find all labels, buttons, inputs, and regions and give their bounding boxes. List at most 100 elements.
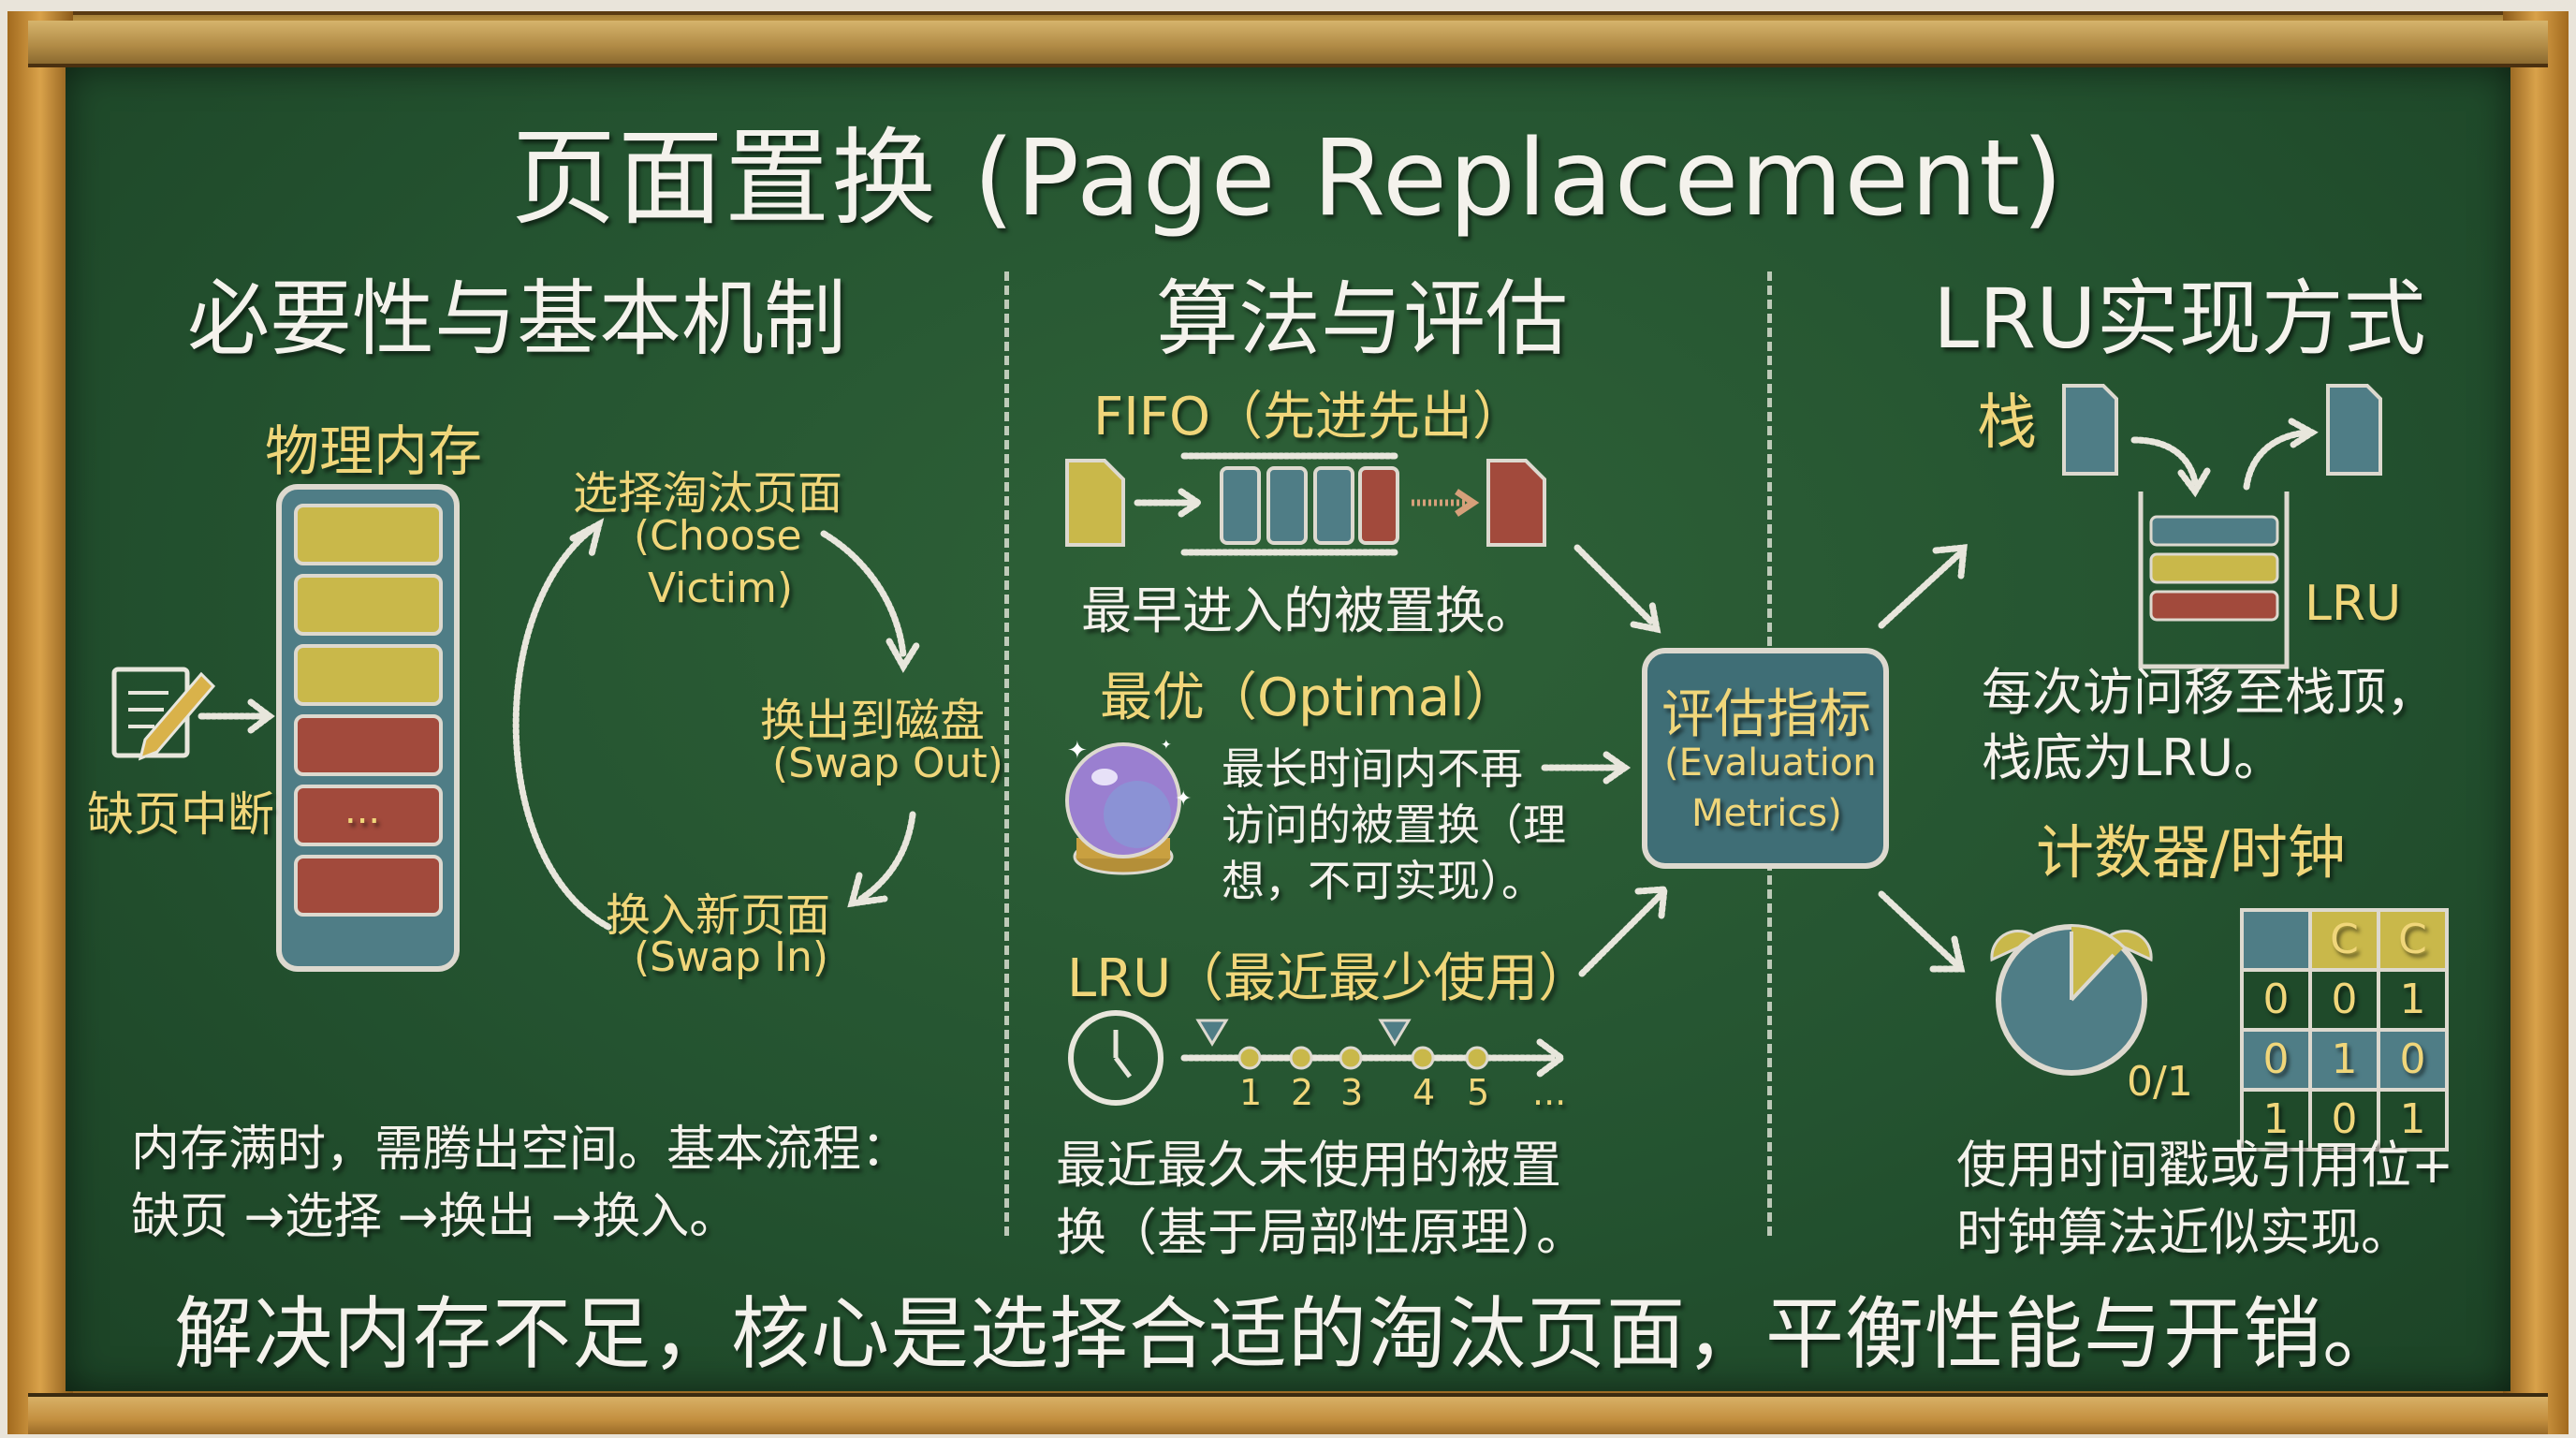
physical-memory-stack xyxy=(276,484,460,972)
fifo-label: FIFO（先进先出） xyxy=(1093,387,1526,448)
memory-page-red xyxy=(294,714,443,776)
lru-timeline-point xyxy=(1289,1046,1313,1070)
frame-top xyxy=(28,21,2548,67)
counter-description-line-1: 使用时间戳或引用位+ xyxy=(1956,1136,2454,1195)
stack-page-out-icon xyxy=(2326,384,2382,476)
frame-tray xyxy=(28,1393,2548,1434)
stack-item-bottom-lru xyxy=(2149,590,2279,622)
conclusion: 解决内存不足，核心是选择合适的淘汰页面，平衡性能与开销。 xyxy=(173,1288,2402,1380)
metrics-arrow-from-fifo xyxy=(1573,544,1656,626)
svg-text:✦: ✦ xyxy=(1161,738,1172,753)
lru-timeline-tick: 5 xyxy=(1467,1072,1490,1113)
bit-table-cell xyxy=(2377,1088,2449,1152)
cycle-arrow-bottom-right xyxy=(857,811,916,902)
lru-timeline-tick: ... xyxy=(1532,1072,1567,1113)
lru-description-line-1: 最近最久未使用的被置 xyxy=(1056,1136,1561,1195)
fifo-queue-page-blue xyxy=(1266,466,1308,545)
crystal-ball-icon: ✦ ✦ ✦ xyxy=(1065,737,1192,875)
stack-container xyxy=(2138,492,2290,669)
reference-bit-table xyxy=(2240,908,2449,1152)
memory-page-yellow xyxy=(294,574,443,636)
optimal-label: 最优（Optimal） xyxy=(1100,668,1517,728)
cycle-arrowhead-bottom-right xyxy=(847,872,888,908)
lru-timeline-point xyxy=(1237,1046,1262,1070)
bit-table-value: 1 xyxy=(2331,1035,2358,1083)
metrics-arrowhead-from-lru xyxy=(1634,886,1668,919)
memory-page-yellow xyxy=(294,644,443,706)
bit-table-cell xyxy=(2240,1088,2312,1152)
lru-marker-triangle xyxy=(1378,1019,1412,1047)
optimal-description-line-2: 访问的被置换（理 xyxy=(1222,800,1566,850)
memory-ellipsis: ... xyxy=(344,789,381,832)
bit-table-header-label: C xyxy=(2398,916,2427,963)
lru-marker-triangle xyxy=(1195,1019,1229,1047)
metrics-arrow-to-counter xyxy=(1878,890,1960,968)
bit-table-value: 0 xyxy=(2331,1095,2358,1143)
metrics-arrowhead-to-stack xyxy=(1932,544,1968,580)
bit-table-cell xyxy=(2377,968,2449,1032)
fifo-out-arrowhead xyxy=(1455,489,1480,517)
stack-bottom-lru-label: LRU xyxy=(2305,576,2402,632)
stack-item-top xyxy=(2149,515,2279,547)
cycle-swap-in-cn: 换入新页面 xyxy=(606,889,831,942)
cycle-swap-out-en: (Swap Out) xyxy=(772,740,1003,787)
bit-table-value: 1 xyxy=(2399,976,2426,1023)
frame-left xyxy=(7,11,73,1434)
column-divider-left xyxy=(1004,271,1009,1236)
lru-timeline-points xyxy=(1237,1046,1489,1070)
stack-page-in-icon xyxy=(2062,384,2118,476)
bit-table-value: 0 xyxy=(2331,976,2358,1023)
lru-label: LRU（最近最少使用） xyxy=(1067,948,1591,1009)
stack-description-line-1: 每次访问移至栈顶， xyxy=(1982,663,2437,722)
svg-text:✦: ✦ xyxy=(1175,787,1192,811)
cycle-arrowhead-top-right xyxy=(886,638,921,673)
metrics-label-cn: 评估指标 xyxy=(1661,684,1871,745)
stack-push-arrow xyxy=(2130,436,2199,486)
mechanism-description-line-1: 内存满时，需腾出空间。基本流程： xyxy=(131,1122,911,1178)
page-fault-label: 缺页中断 xyxy=(87,787,274,842)
mechanism-description-line-2: 缺页 →选择 →换出 →换入。 xyxy=(131,1189,739,1245)
lru-clock-icon xyxy=(1068,1010,1164,1106)
evaluation-metrics-box xyxy=(1642,648,1889,869)
fifo-queue-page-blue xyxy=(1313,466,1354,545)
svg-text:✦: ✦ xyxy=(1067,737,1088,765)
physical-memory-label: 物理内存 xyxy=(265,419,483,483)
cycle-choose-victim-en-2: Victim) xyxy=(648,565,794,612)
chalkboard xyxy=(66,67,2510,1391)
counter-description-line-2: 时钟算法近似实现。 xyxy=(1956,1203,2411,1262)
lru-timeline-tick: 2 xyxy=(1291,1072,1314,1113)
cycle-swap-in-en: (Swap In) xyxy=(634,933,828,981)
metrics-arrow-to-stack xyxy=(1878,549,1965,629)
bit-table-cell xyxy=(2308,1028,2380,1092)
lru-description-line-2: 换（基于局部性原理）。 xyxy=(1056,1203,1587,1262)
lru-timeline-arrowhead xyxy=(1536,1038,1567,1078)
reference-bit-label: 0/1 xyxy=(2127,1058,2193,1106)
lru-timeline-tick: 4 xyxy=(1412,1072,1436,1113)
bit-table-header-cell xyxy=(2377,908,2449,972)
lru-timeline-point xyxy=(1411,1046,1435,1070)
stack-pop-arrow xyxy=(2243,429,2311,491)
bit-table-value: 0 xyxy=(2262,1035,2290,1083)
page-fault-notepad-icon xyxy=(111,667,216,761)
lru-timeline-tick: 3 xyxy=(1340,1072,1364,1113)
fifo-description: 最早进入的被置换。 xyxy=(1081,581,1536,640)
section-heading-mechanism: 必要性与基本机制 xyxy=(187,271,847,367)
fifo-queue-page-blue xyxy=(1220,466,1261,545)
metrics-arrow-from-lru xyxy=(1578,890,1665,977)
bit-table-value: 0 xyxy=(2399,1035,2426,1083)
section-heading-lru-impl: LRU实现方式 xyxy=(1933,271,2426,367)
frame-right xyxy=(2503,11,2569,1434)
stack-label: 栈 xyxy=(1977,389,2037,458)
stack-pop-arrowhead xyxy=(2288,418,2319,448)
optimal-description-line-3: 想，不可实现）。 xyxy=(1222,856,1544,906)
optimal-arrowhead xyxy=(1603,751,1632,785)
cycle-swap-out-cn: 换出到磁盘 xyxy=(760,695,986,747)
stack-item-middle xyxy=(2149,552,2279,584)
lru-timeline-point xyxy=(1465,1046,1489,1070)
bit-table-value: 0 xyxy=(2262,976,2290,1023)
optimal-description-line-1: 最长时间内不再 xyxy=(1222,743,1523,794)
cycle-choose-victim-cn: 选择淘汰页面 xyxy=(573,467,843,520)
counter-clock-label: 计数器/时钟 xyxy=(2036,818,2346,887)
